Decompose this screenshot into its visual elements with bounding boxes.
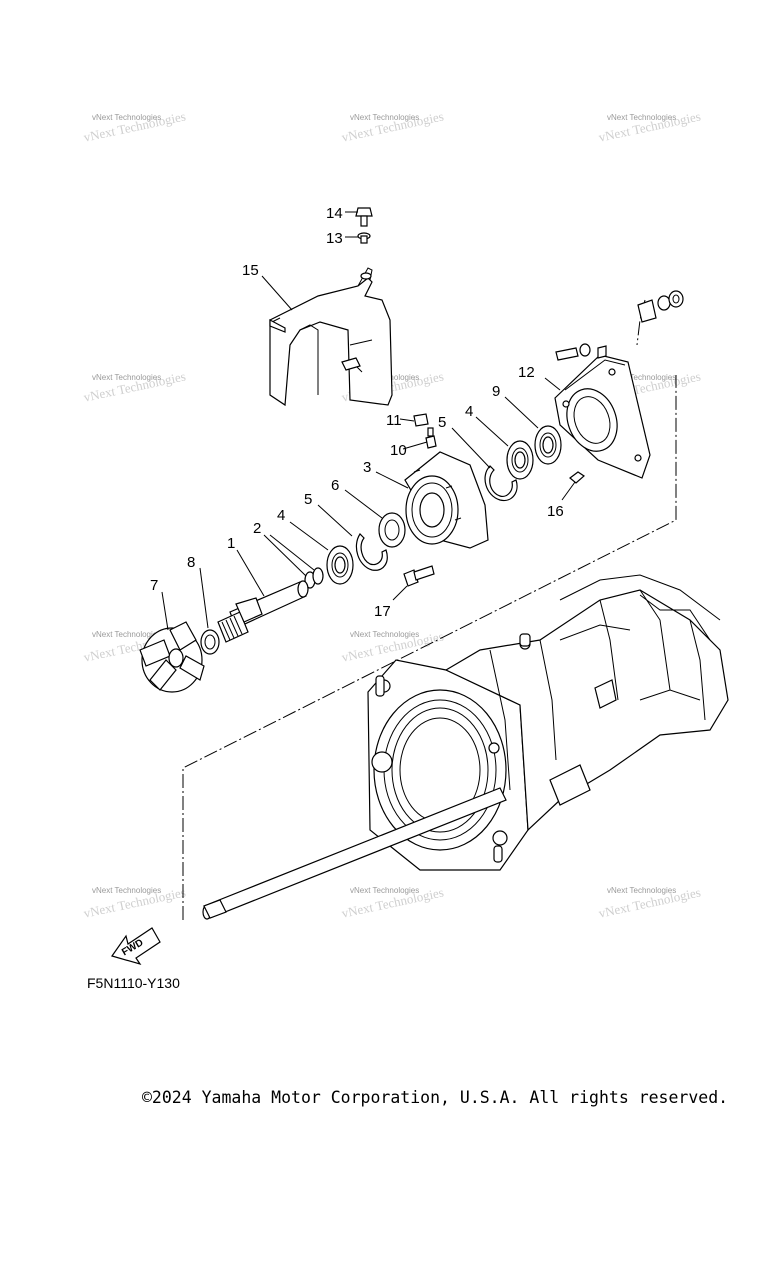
watermark: vNext Technologies [607,373,676,382]
watermark: vNext Technologies [350,630,419,639]
callout-11: 8 [187,554,195,571]
part-hardware-top-right [637,290,684,323]
callout-12: 16 [547,503,564,520]
callout-10: 7 [150,577,158,594]
part-bearing-4-upper [506,440,534,480]
part-housing-3 [404,451,489,549]
diagram-code: F5N1110-Y130 [87,975,180,991]
part-cover [269,267,393,407]
callout-4-lower: 4 [277,507,285,524]
callout-13: 17 [374,603,391,620]
callout-5-lower: 5 [304,491,312,508]
part-shaft-1 [217,580,309,643]
part-drive-shaft [202,787,507,920]
watermark: vNext Technologies [607,886,676,895]
part-circlip-5-lower [355,533,388,571]
part-bolt-13 [403,565,435,587]
callout-4-upper: 4 [465,403,473,420]
part-nipple-8 [425,427,437,449]
part-plate-14 [554,343,651,479]
part-washer-15 [357,232,371,244]
fwd-arrow-icon: FWD [111,927,161,966]
part-impeller-10 [139,621,205,693]
watermark: vNext Technologies [350,113,419,122]
part-seal-6 [378,512,406,548]
watermark: vNext Technologies [92,886,161,895]
callout-5-upper: 5 [438,414,446,431]
callout-2: 2 [253,520,261,537]
callouts: 14 13 15 12 9 4 5 11 10 3 6 5 4 2 1 8 7 … [150,205,564,620]
watermark: vNext Technologies [350,886,419,895]
part-circlip-5-upper [484,465,518,502]
watermark: vNext Technologies [92,630,161,639]
part-ring-11 [200,629,220,655]
callout-17: 15 [242,262,259,279]
part-cap-9 [413,413,429,427]
part-pump-housing [367,574,729,871]
leader-lines [161,211,576,631]
watermark: vNext Technologies [607,113,676,122]
callout-6: 6 [331,477,339,494]
copyright-notice: ©2024 Yamaha Motor Corporation, U.S.A. A… [142,1088,729,1107]
callout-14: 12 [518,364,535,381]
callout-16: 14 [326,205,343,222]
part-bearing-7 [534,425,562,465]
part-pin-12 [569,471,585,484]
part-bearing-4-lower [326,545,354,585]
callout-9: 11 [386,412,402,429]
callout-8: 10 [390,442,407,459]
watermark: vNext Technologies [92,373,161,382]
callout-7: 9 [492,383,500,400]
callout-1: 1 [227,535,235,552]
part-bolt-16 [355,207,373,227]
callout-3: 3 [363,459,371,476]
watermark: vNext Technologies [92,113,161,122]
callout-15: 13 [326,230,343,247]
